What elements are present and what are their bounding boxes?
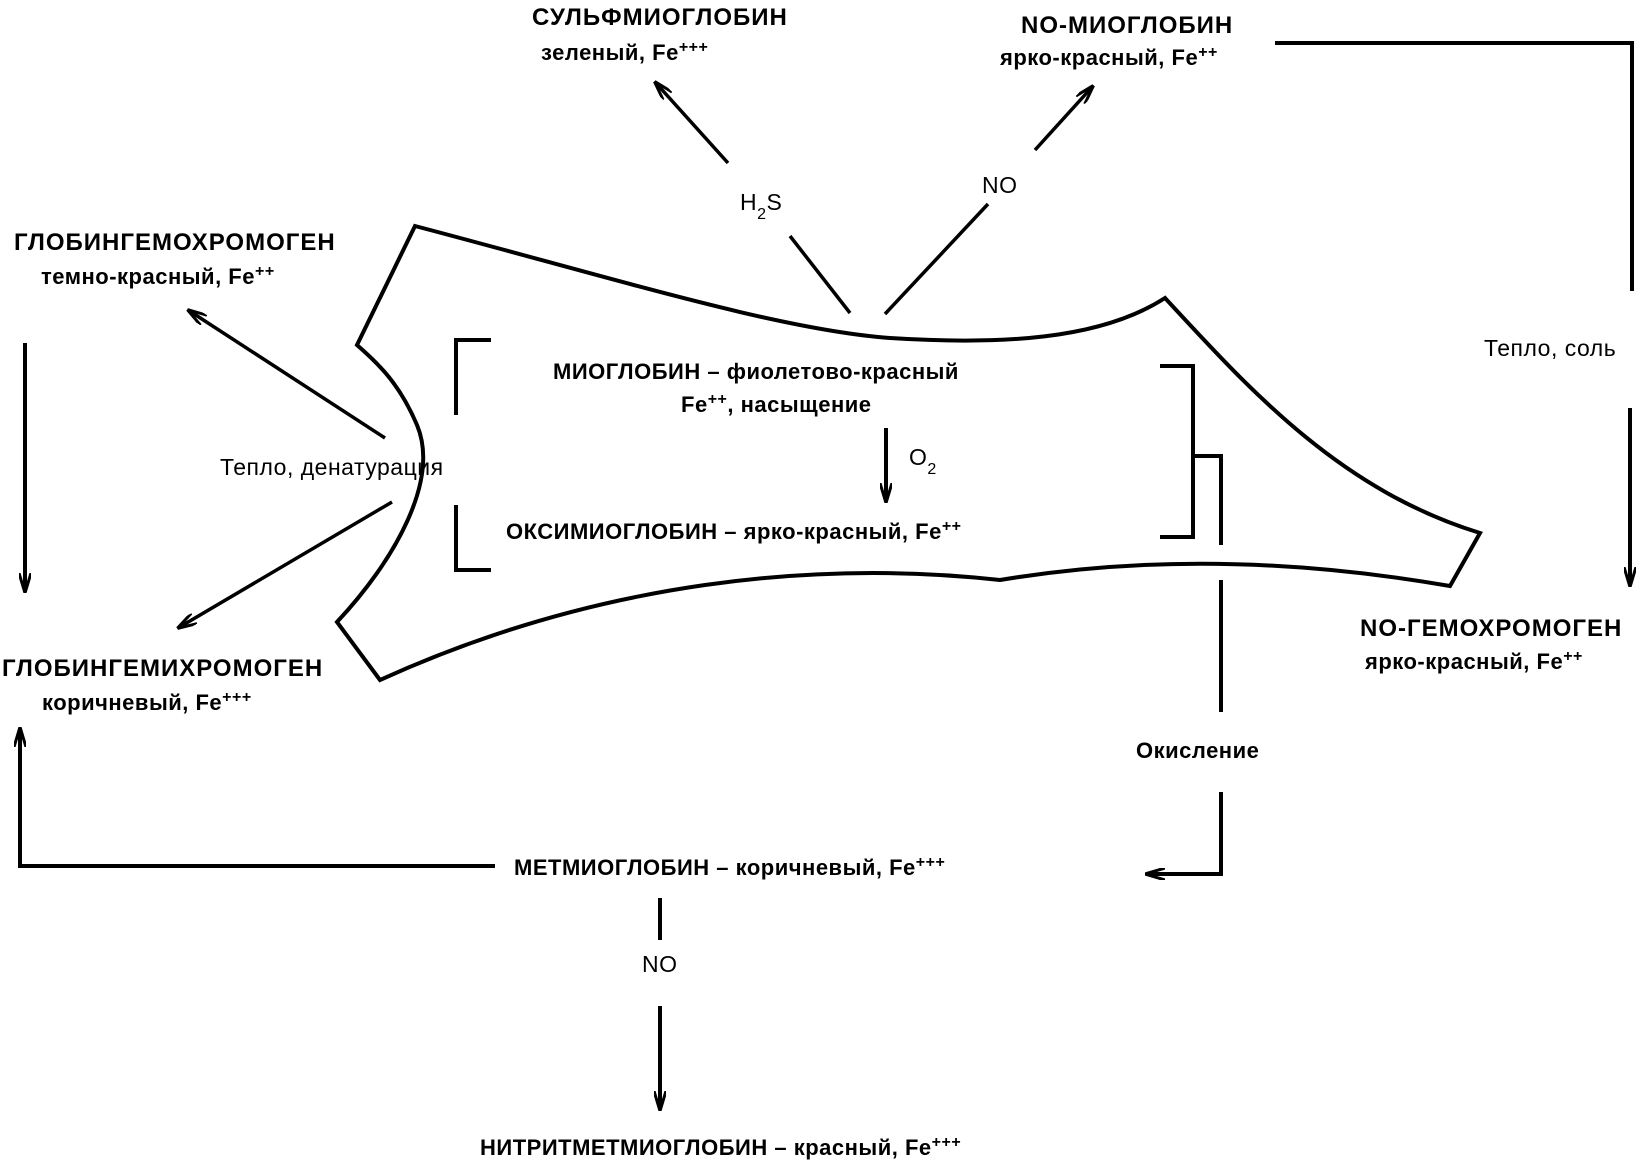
edge-label-h2s: H2S: [740, 189, 782, 223]
left-bracket-bottom: [454, 505, 491, 572]
edge-label-oxidation: Окисление: [1136, 738, 1259, 763]
sulfmyoglobin-title: СУЛЬФМИОГЛОБИН: [532, 4, 788, 31]
right-bracket: [1160, 364, 1195, 539]
arrow-oxidation-to-metmyoglobin: [1146, 792, 1223, 874]
right-bracket-stub: [1193, 454, 1223, 545]
line-no-lower: [883, 202, 990, 316]
myoglobin-line1: МИОГЛОБИН – фиолетово-красный: [553, 359, 959, 384]
edge-label-o2: O2: [909, 444, 937, 478]
no-myoglobin-desc: ярко-красный, Fe++: [999, 44, 1218, 71]
globin-hemochromogen-title: ГЛОБИНГЕМОХРОМОГЕН: [14, 229, 336, 256]
arrow-to-globin-hemichromogen: [178, 500, 393, 628]
arrow-to-sulfmyoglobin: [655, 82, 730, 165]
no-myoglobin-title: NO-МИОГЛОБИН: [1021, 12, 1233, 39]
arrows: [20, 41, 1634, 1110]
globin-hemichromogen-title: ГЛОБИНГЕМИХРОМОГЕН: [2, 655, 323, 682]
globin-hemichromogen-desc: коричневый, Fe+++: [42, 689, 252, 716]
myoglobin-line2: Fe++, насыщение: [681, 391, 872, 418]
nitritmetmyoglobin-label: НИТРИТМЕТМИОГЛОБИН – красный, Fe+++: [480, 1134, 961, 1161]
arrow-to-no-myoglobin: [1033, 86, 1093, 152]
edge-label-heat-denaturation: Тепло, денатурация: [220, 454, 444, 480]
edge-label-heat-salt: Тепло, соль: [1484, 335, 1616, 361]
no-hemochromogen-title: NO-ГЕМОХРОМОГЕН: [1360, 615, 1622, 642]
connector-no-myoglobin-right: [1275, 41, 1634, 291]
edge-label-no-bottom: NO: [642, 951, 678, 977]
arrow-metmyoglobin-to-hemichromogen: [20, 728, 495, 868]
left-bracket-top: [454, 338, 491, 415]
oxymyoglobin-label: ОКСИМИОГЛОБИН – ярко-красный, Fe++: [506, 518, 962, 545]
sulfmyoglobin-desc: зеленый, Fe+++: [541, 39, 708, 66]
arrow-to-globin-hemochromogen: [188, 310, 386, 440]
no-hemochromogen-desc: ярко-красный, Fe++: [1364, 648, 1583, 675]
globin-hemochromogen-desc: темно-красный, Fe++: [41, 263, 275, 290]
line-h2s-lower: [788, 234, 852, 315]
metmyoglobin-label: МЕТМИОГЛОБИН – коричневый, Fe+++: [514, 854, 945, 881]
meat-cut-outline: [334, 223, 1483, 683]
edge-label-no-top: NO: [982, 172, 1018, 198]
